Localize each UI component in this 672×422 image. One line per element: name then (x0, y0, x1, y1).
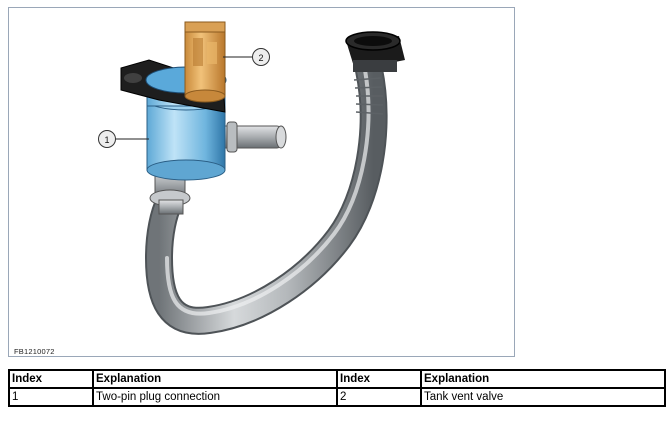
tank-vent-valve (146, 89, 226, 181)
callout-2: 2 (223, 48, 270, 66)
figure-id: FB1210072 (14, 347, 55, 356)
table-row: 1 Two-pin plug connection 2 Tank vent va… (8, 387, 666, 407)
two-pin-plug-connection (184, 21, 226, 103)
callout-2-label: 2 (258, 53, 263, 63)
index-table: Index Explanation Index Explanation 1 Tw… (8, 369, 666, 407)
valve-inlet-pipe (216, 121, 287, 153)
table-cell: Tank vent valve (420, 387, 666, 407)
table-header-cell: Explanation (420, 369, 666, 389)
illustration-frame: 1 2 FB1210072 (8, 7, 515, 357)
callout-1-label: 1 (104, 135, 109, 145)
table-cell: 2 (336, 387, 422, 407)
table-header-cell: Index (8, 369, 94, 389)
table-header-cell: Explanation (92, 369, 338, 389)
table-header-row: Index Explanation Index Explanation (8, 369, 666, 389)
table-cell: Two-pin plug connection (92, 387, 338, 407)
tank-vent-valve-illustration: 1 2 (98, 21, 405, 335)
table-cell: 1 (8, 387, 94, 407)
callout-1: 1 (98, 130, 149, 148)
vent-hose (144, 56, 388, 335)
table-header-cell: Index (336, 369, 422, 389)
hose-connector (345, 31, 405, 72)
